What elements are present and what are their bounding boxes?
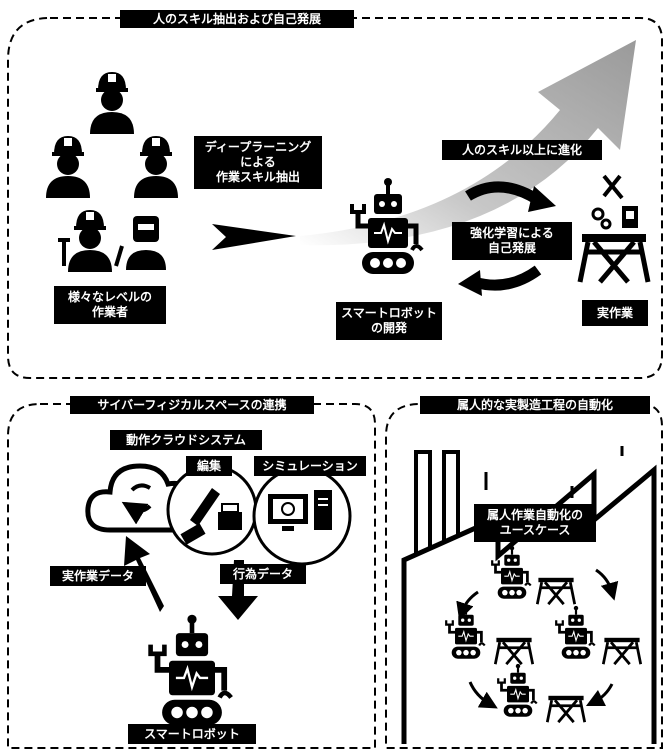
- tools-icon: [591, 174, 638, 230]
- smart-robot-label: スマートロボット: [128, 724, 256, 744]
- panel-left-frame: [7, 403, 376, 749]
- panel-right-frame: [385, 403, 663, 749]
- simulation-computer-circle: [252, 466, 352, 566]
- edit-label: 編集: [186, 456, 232, 476]
- panel-top-frame: [7, 17, 663, 379]
- real-data-label: 実作業データ: [50, 566, 146, 586]
- worker-icon-hardhat: [90, 72, 134, 134]
- panel-right-title: 属人的な実製造工程の自動化: [420, 396, 650, 414]
- worker-icon-wrench: [58, 210, 112, 272]
- simulation-label: シミュレーション: [254, 456, 366, 476]
- growth-arrow: [300, 40, 636, 246]
- worker-icon-right: [134, 136, 178, 198]
- action-data-arrow: [218, 560, 258, 620]
- worker-icon-left: [46, 136, 90, 198]
- rl-cycle-arrow-top: [465, 181, 541, 205]
- robot-dev-label: スマートロボット の開発: [336, 302, 442, 340]
- panel-top-title: 人のスキル抽出および自己発展: [120, 10, 354, 28]
- work-table-icon-top: [580, 234, 648, 282]
- panel-left-title: サイバーフィジカルスペースの連携: [70, 396, 314, 414]
- deep-learning-label: ディープラーニング による 作業スキル抽出: [194, 136, 322, 189]
- smart-robot-icon-top: [352, 178, 422, 274]
- cloud-system-label: 動作クラウドシステム: [110, 430, 262, 450]
- rl-cycle-arrow-bottom: [472, 265, 542, 291]
- extraction-arrow: [212, 224, 296, 250]
- rl-label: 強化学習による 自己発展: [452, 222, 572, 260]
- usecase-cycle-arrows: [456, 568, 619, 709]
- usecase-label: 属人作業自動化の ユースケース: [474, 504, 596, 542]
- worker-icon-welder: [114, 216, 166, 270]
- evolution-label: 人のスキル以上に進化: [442, 140, 602, 160]
- smart-robot-icon-left: [151, 615, 232, 725]
- edit-tools-circle: [166, 464, 258, 556]
- real-work-label: 実作業: [582, 300, 648, 326]
- action-data-label: 行為データ: [220, 564, 306, 584]
- workers-label: 様々なレベルの 作業者: [54, 286, 166, 324]
